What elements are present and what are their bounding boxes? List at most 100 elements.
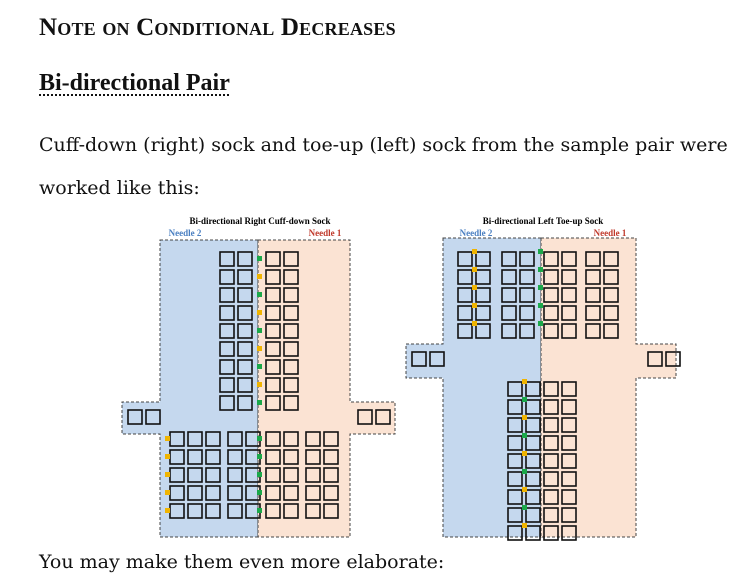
decrease-marker	[522, 523, 527, 528]
stitch-box	[525, 435, 541, 451]
stitch-box	[323, 431, 339, 447]
stitch-box	[501, 287, 517, 303]
stitch-box	[525, 507, 541, 523]
stitch-box	[525, 525, 541, 541]
stitch-box	[561, 323, 577, 339]
stitch-box	[219, 377, 235, 393]
stitch-box	[507, 399, 523, 415]
outro-paragraph: You may make them even more elaborate:	[39, 551, 445, 573]
increase-marker	[257, 328, 262, 333]
decrease-marker	[522, 451, 527, 456]
stitch-box	[507, 525, 523, 541]
decrease-marker	[522, 487, 527, 492]
stitch-box	[561, 305, 577, 321]
stitch-box	[475, 287, 491, 303]
stitch-box	[219, 287, 235, 303]
decrease-marker	[165, 454, 170, 459]
stitch-box	[265, 449, 281, 465]
stitch-box	[543, 381, 559, 397]
stitch-box	[305, 449, 321, 465]
decrease-marker	[472, 267, 477, 272]
stitch-box	[187, 467, 203, 483]
decrease-marker	[165, 490, 170, 495]
left-toe-up-sock-diagram: Bi-directional Left Toe-up Sock Needle 2…	[405, 216, 681, 541]
increase-marker	[522, 505, 527, 510]
decrease-marker	[472, 285, 477, 290]
stitch-box	[543, 453, 559, 469]
stitch-box	[501, 251, 517, 267]
stitch-box	[237, 359, 253, 375]
stitch-box	[543, 323, 559, 339]
stitch-box	[543, 269, 559, 285]
stitch-box	[283, 485, 299, 501]
stitch-box	[519, 305, 535, 321]
stitch-box	[543, 489, 559, 505]
needle-1-label: Needle 1	[309, 228, 342, 238]
stitch-box	[561, 381, 577, 397]
stitch-box	[507, 507, 523, 523]
stitch-box	[265, 251, 281, 267]
stitch-box	[205, 485, 221, 501]
stitch-box	[305, 431, 321, 447]
decrease-marker	[165, 472, 170, 477]
decrease-marker	[472, 303, 477, 308]
needle-1-region	[540, 237, 677, 538]
decrease-marker	[257, 310, 262, 315]
stitch-box	[219, 269, 235, 285]
increase-marker	[538, 285, 543, 290]
stitch-box	[543, 305, 559, 321]
decrease-marker	[257, 346, 262, 351]
needle-2-label: Needle 2	[169, 228, 202, 238]
stitch-box	[561, 507, 577, 523]
increase-marker	[538, 267, 543, 272]
increase-marker	[257, 508, 262, 513]
stitch-box	[237, 269, 253, 285]
stitch-box	[501, 269, 517, 285]
increase-marker	[257, 292, 262, 297]
stitch-box	[525, 417, 541, 433]
stitch-box	[475, 251, 491, 267]
stitch-box	[519, 269, 535, 285]
stitch-box	[525, 399, 541, 415]
stitch-box	[237, 305, 253, 321]
stitch-box	[187, 431, 203, 447]
stitch-box	[227, 485, 243, 501]
stitch-box	[227, 503, 243, 519]
stitch-box	[265, 341, 281, 357]
stitch-box	[283, 377, 299, 393]
stitch-box	[283, 449, 299, 465]
stitch-box	[519, 251, 535, 267]
stitch-box	[519, 287, 535, 303]
stitch-box	[525, 453, 541, 469]
stitch-box	[283, 287, 299, 303]
stitch-box	[219, 323, 235, 339]
stitch-box	[187, 449, 203, 465]
stitch-box	[283, 251, 299, 267]
stitch-box	[561, 489, 577, 505]
stitch-box	[323, 503, 339, 519]
stitch-box	[561, 435, 577, 451]
stitch-box	[475, 269, 491, 285]
stitch-box	[219, 341, 235, 357]
stitch-box	[283, 503, 299, 519]
stitch-box	[323, 485, 339, 501]
increase-marker	[257, 256, 262, 261]
stitch-box	[283, 269, 299, 285]
stitch-box	[305, 485, 321, 501]
stitch-box	[585, 305, 601, 321]
stitch-box	[265, 485, 281, 501]
stitch-box	[283, 467, 299, 483]
stitch-box	[603, 287, 619, 303]
stitch-box	[205, 467, 221, 483]
stitch-box	[237, 251, 253, 267]
stitch-box	[543, 399, 559, 415]
stitch-box	[265, 467, 281, 483]
increase-marker	[257, 454, 262, 459]
needle-2-label: Needle 2	[460, 228, 493, 238]
stitch-box	[561, 269, 577, 285]
decrease-marker	[257, 382, 262, 387]
stitch-box	[283, 431, 299, 447]
increase-marker	[257, 472, 262, 477]
stitch-box	[525, 381, 541, 397]
stitch-box	[519, 323, 535, 339]
